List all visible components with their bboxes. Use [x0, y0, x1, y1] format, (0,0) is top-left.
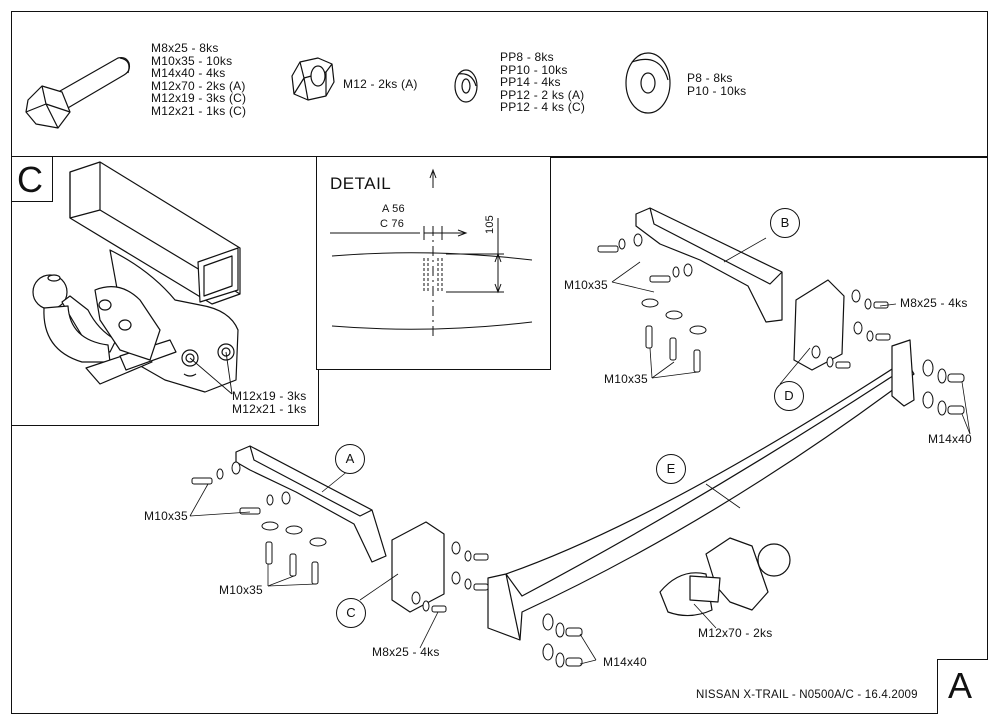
spring-washer-item: PP14 - 4ks: [500, 75, 561, 89]
bolt-item: M12x19 - 3ks (C): [151, 91, 247, 105]
callout-a: A: [335, 444, 365, 474]
detail-c-label-2: M12x21 - 1ks: [232, 402, 307, 416]
callout-d: D: [774, 381, 804, 411]
spring-washer-item: PP8 - 8ks: [500, 50, 554, 64]
drawing-title: NISSAN X-TRAIL - N0500A/C - 16.4.2009: [696, 689, 918, 701]
spring-washer-item: PP12 - 2 ks (A): [500, 87, 585, 102]
bolt-item: M12x70 - 2ks (A): [151, 78, 246, 93]
detail-c-label-1: M12x19 - 3ks: [232, 389, 307, 403]
spring-washer-item: PP12 - 4 ks (C): [500, 100, 586, 114]
detail-c-letter: C: [17, 159, 43, 200]
bolt-item: M12x21 - 1ks (C): [151, 103, 247, 118]
label-m14x40-left: M14x40: [603, 655, 647, 669]
detail-c-letter-box: [11, 156, 53, 202]
nut-label: M12 - 2ks (A): [343, 77, 418, 91]
spring-washer-item: PP10 - 10ks: [500, 62, 568, 77]
bolt-item: M14x40 - 4ks: [151, 66, 226, 80]
detail-dim-c: C 76: [380, 218, 405, 230]
label-m8x25-right: M8x25 - 4ks: [900, 296, 968, 310]
sheet-letter-box: [937, 659, 988, 714]
flat-washer-item: P8 - 8ks: [687, 71, 733, 85]
bolt-item: M10x35 - 10ks: [151, 53, 233, 68]
label-m8x25-left: M8x25 - 4ks: [372, 645, 440, 659]
label-m10x35-right-top: M10x35: [564, 278, 608, 292]
spring-washer-list: PP8 - 8ks PP10 - 10ks PP14 - 4ks PP12 - …: [500, 51, 585, 114]
flat-washer-item: P10 - 10ks: [687, 83, 747, 98]
label-m10x35-right-bottom: M10x35: [604, 372, 648, 386]
callout-b: B: [770, 208, 800, 238]
bolt-list: M8x25 - 8ks M10x35 - 10ks M14x40 - 4ks M…: [151, 42, 246, 117]
nut-icon: [291, 57, 335, 101]
bolt-item: M8x25 - 8ks: [151, 41, 219, 55]
callout-e: E: [656, 454, 686, 484]
label-m10x35-left-bottom: M10x35: [219, 583, 263, 597]
callout-c: C: [336, 598, 366, 628]
flat-washer-icon: [625, 52, 671, 114]
spring-washer-icon: [454, 69, 478, 103]
label-m10x35-left-top: M10x35: [144, 509, 188, 523]
bolt-icon: [25, 56, 131, 129]
detail-title: DETAIL: [330, 174, 392, 193]
label-m12x70: M12x70 - 2ks: [698, 626, 773, 640]
label-m14x40-right: M14x40: [928, 432, 972, 446]
flat-washer-list: P8 - 8ks P10 - 10ks: [687, 72, 746, 97]
detail-dim-a: A 56: [382, 203, 405, 215]
sheet-letter: A: [948, 665, 973, 706]
